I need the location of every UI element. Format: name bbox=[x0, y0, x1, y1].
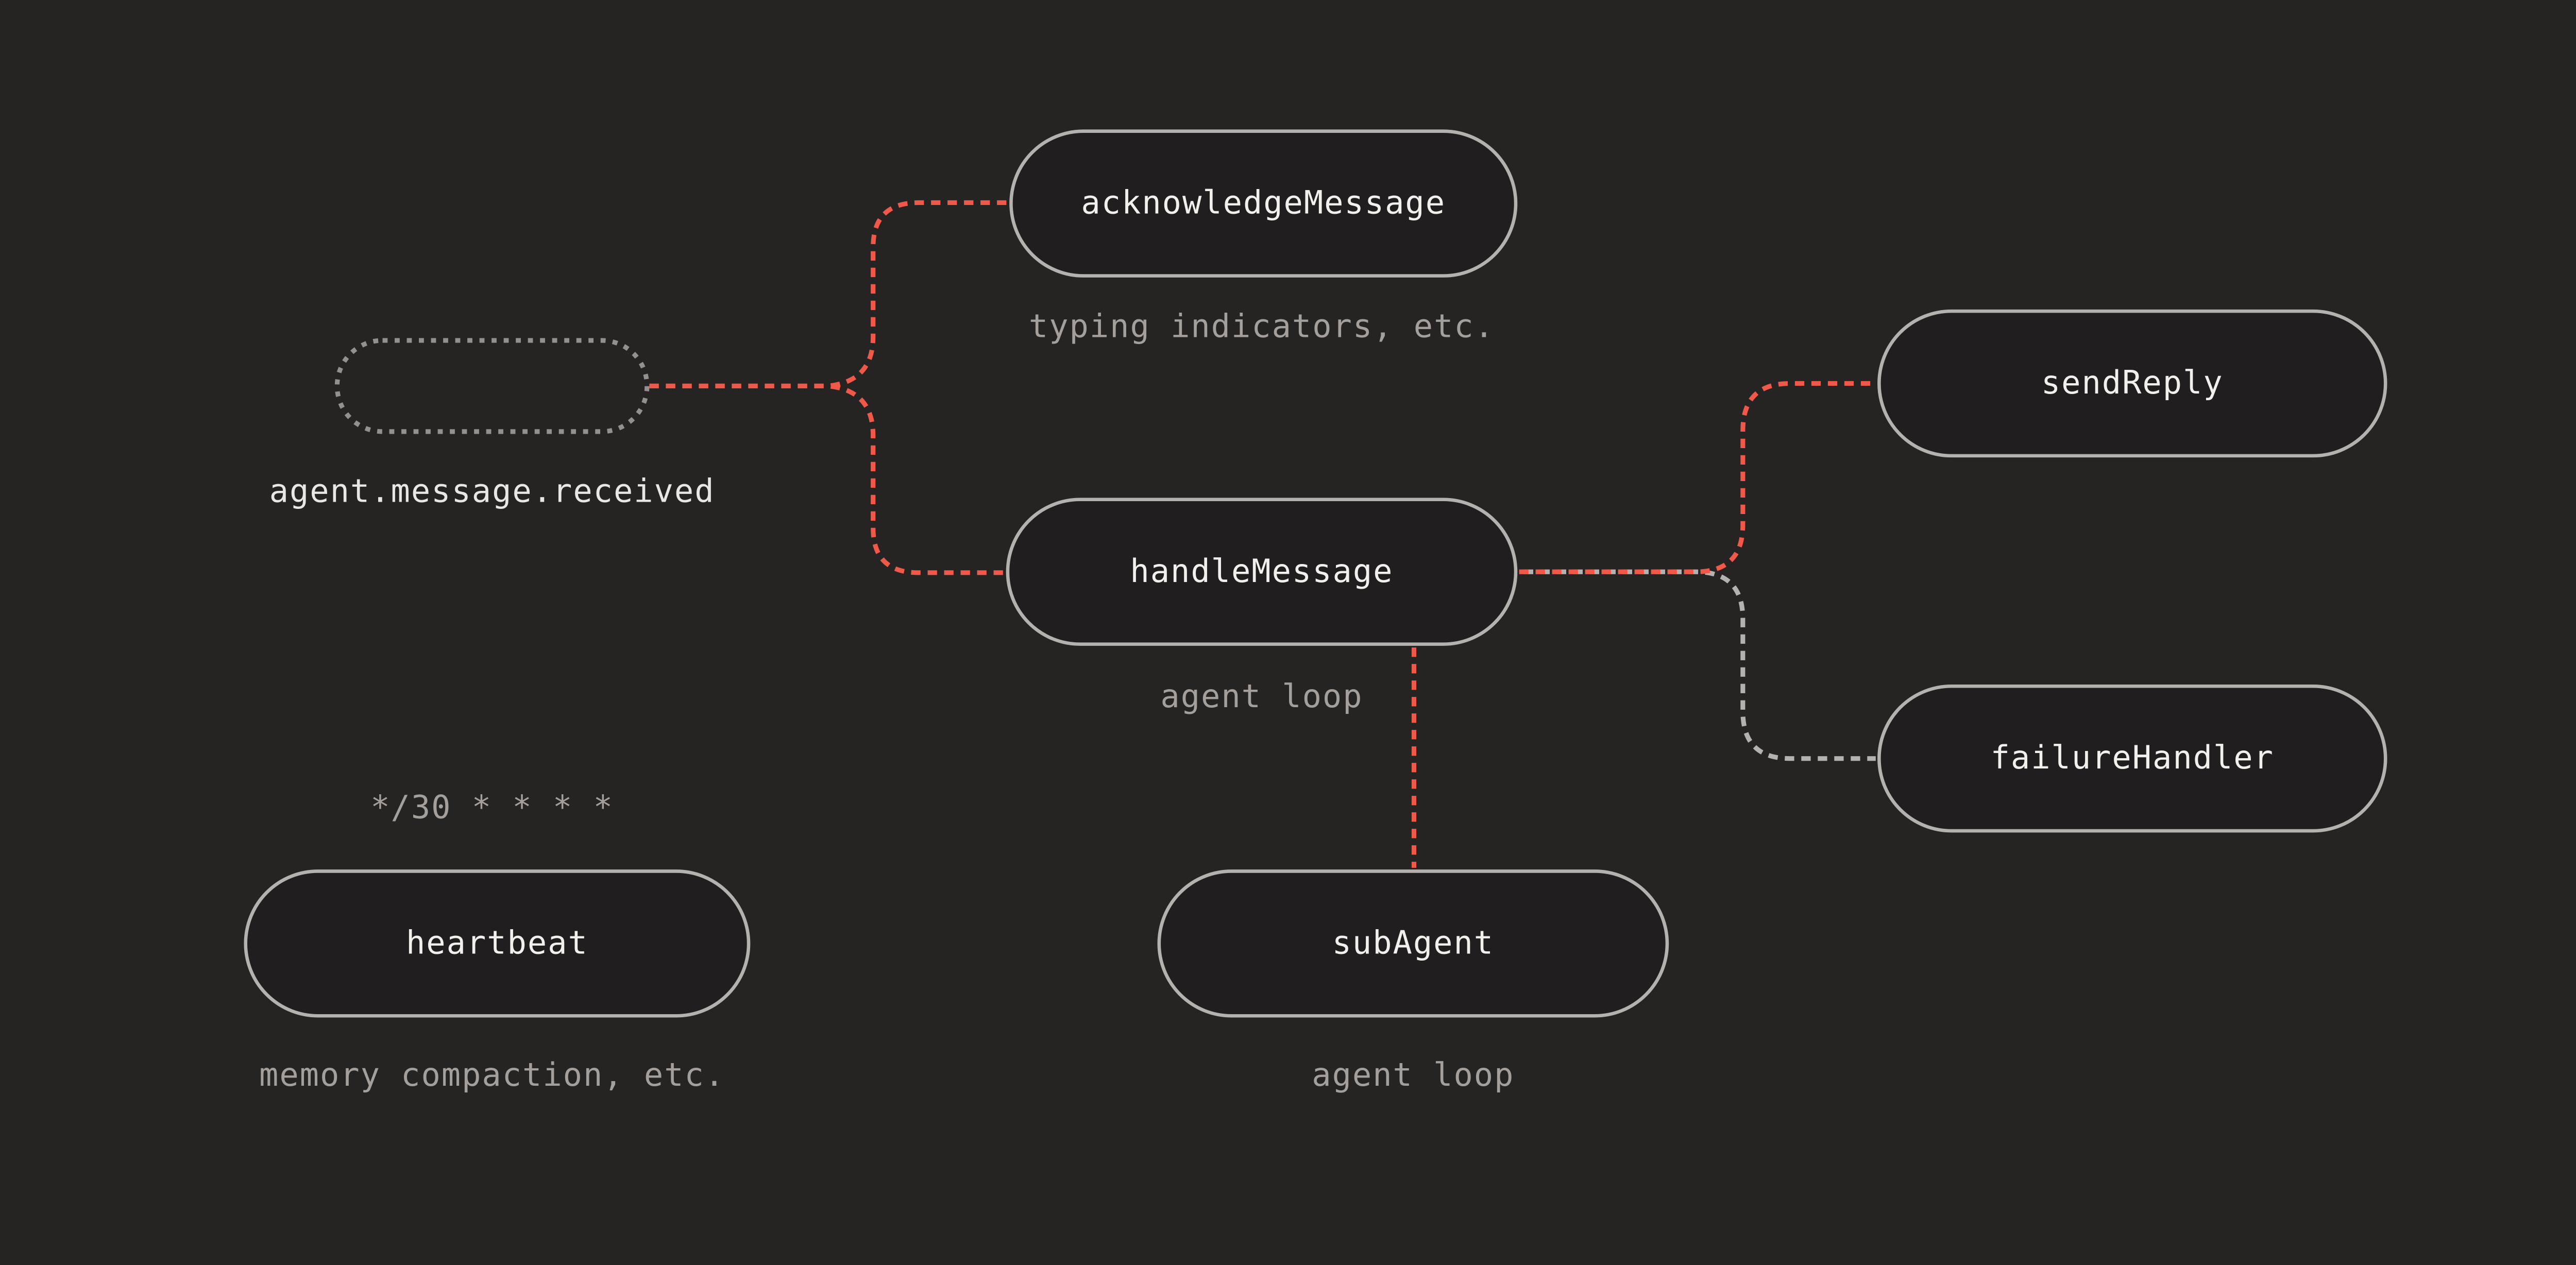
edge-trigger-to-acknowledge bbox=[649, 200, 1008, 388]
trigger-node bbox=[335, 338, 650, 434]
failure-handler-label: failureHandler bbox=[1990, 739, 2274, 776]
handle-message-caption: agent loop bbox=[1160, 678, 1363, 716]
sub-agent-node: subAgent bbox=[1157, 869, 1669, 1018]
heartbeat-label: heartbeat bbox=[405, 924, 588, 962]
heartbeat-caption: memory compaction, etc. bbox=[259, 1057, 725, 1095]
send-reply-node: sendReply bbox=[1877, 309, 2387, 458]
failure-handler-node: failureHandler bbox=[1877, 684, 2387, 833]
edge-handle-to-failure-handler bbox=[1519, 569, 1876, 761]
send-reply-label: sendReply bbox=[2041, 364, 2224, 401]
handle-message-node: handleMessage bbox=[1006, 498, 1518, 646]
edge-handle-to-send-reply bbox=[1519, 381, 1876, 574]
sub-agent-label: subAgent bbox=[1332, 924, 1495, 962]
acknowledge-message-caption: typing indicators, etc. bbox=[1028, 309, 1495, 346]
heartbeat-node: heartbeat bbox=[244, 869, 751, 1018]
trigger-event-caption: agent.message.received bbox=[269, 473, 715, 511]
edge-trigger-to-handle bbox=[649, 383, 1005, 575]
heartbeat-schedule-caption: */30 * * * * bbox=[370, 790, 614, 827]
acknowledge-message-node: acknowledgeMessage bbox=[1009, 129, 1518, 278]
acknowledge-message-label: acknowledgeMessage bbox=[1081, 184, 1446, 221]
handle-message-label: handleMessage bbox=[1130, 552, 1394, 590]
trigger-node-outline bbox=[334, 338, 650, 434]
sub-agent-caption: agent loop bbox=[1312, 1057, 1515, 1095]
